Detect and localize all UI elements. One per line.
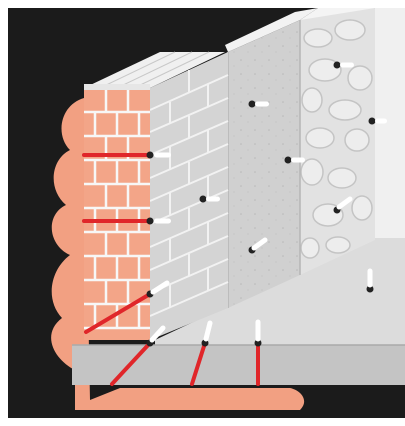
back-wall <box>375 8 405 240</box>
floor-slab-front <box>72 345 405 385</box>
